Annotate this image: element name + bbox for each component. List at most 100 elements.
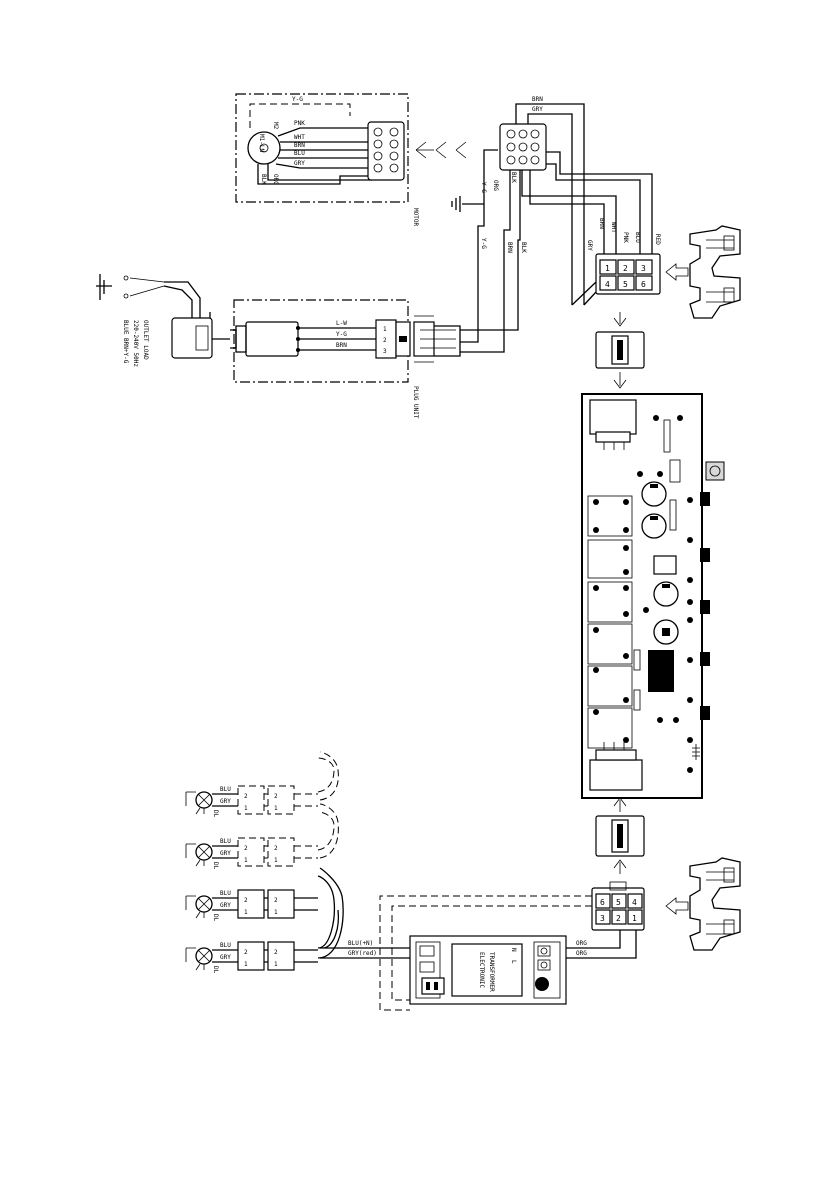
six-pin-lower: 6 5 4 3 2 1 — [379, 881, 645, 1011]
lamp-pin-2b: 2 — [274, 949, 278, 956]
lamp-pin-1: 1 — [244, 857, 248, 864]
six-pin-upper-wire-1: WHT — [610, 222, 617, 233]
lamp-pin-1b: 1 — [274, 909, 278, 916]
six-pin-upper-pin-5: 5 — [623, 280, 628, 289]
plug-pin-1: 1 — [383, 326, 387, 333]
lamp-pin-1: 1 — [244, 805, 248, 812]
lamp-wire-gry: GRY — [220, 902, 231, 909]
lamp-pin-1: 1 — [244, 961, 248, 968]
transformer-body-1: ELECTRONIC — [478, 952, 485, 989]
transformer-in-1: ORG — [576, 940, 587, 947]
six-pin-upper-pin-1: 1 — [605, 264, 610, 273]
motor-label: M1-LN — [258, 134, 265, 152]
lamp-wire-blu: BLU — [220, 838, 231, 845]
lamp-pin-1b: 1 — [274, 961, 278, 968]
mains-plug — [171, 317, 213, 359]
six-pin-upper-pin-6: 6 — [641, 280, 646, 289]
lamp-wire-gry: GRY — [220, 954, 231, 961]
six-pin-upper-wire-4: GRY — [586, 240, 593, 251]
motor-wire-0: PNK — [294, 120, 305, 127]
motor-unit: MOTOR Y-G M1-LN M2 PNK WHT BRN BLU GRY B… — [235, 93, 467, 226]
main-conn-side-yg: Y-G — [480, 182, 487, 193]
plug-wire-0: L-W — [336, 320, 347, 327]
lamp-wire-blu: BLU — [220, 942, 231, 949]
lamp-pin-2b: 2 — [274, 845, 278, 852]
plug-unit-title: PLUG UNIT — [412, 386, 419, 419]
six-pin-upper: 1 2 3 4 5 6 BRN WHT PNK BLU GRY RED — [571, 218, 689, 306]
lamp-wire-gry: GRY — [220, 798, 231, 805]
plug-pin-2: 2 — [383, 337, 387, 344]
lamp-pin-1: 1 — [244, 909, 248, 916]
plug-unit: PLUG UNIT L-W Y-G BRN 1 2 3 Y-G BRN BLK — [96, 238, 527, 419]
lamp-wire-blu: BLU — [220, 890, 231, 897]
connector-clip-lower — [665, 857, 741, 951]
lamp-pin-2: 2 — [244, 897, 248, 904]
plug-pin-3: 3 — [383, 348, 387, 355]
plug-wire-2: BRN — [336, 342, 347, 349]
insert-arrow-lower — [665, 897, 689, 915]
lamp-tag: DL — [212, 810, 219, 818]
motor-unit-title: MOTOR — [412, 208, 419, 226]
lamp-pin-2: 2 — [244, 793, 248, 800]
motor-sub-label: M2 — [272, 122, 279, 130]
plug-spec-0: BLUE BRN+Y-G — [122, 320, 129, 364]
transformer-out-gry: GRY(red) — [348, 950, 377, 957]
lamp-pin-1b: 1 — [274, 857, 278, 864]
six-pin-upper-pin-2: 2 — [623, 264, 628, 273]
plug-lower-wire-1: BRN — [506, 242, 513, 253]
transformer-mark-l: L — [510, 960, 517, 964]
six-pin-upper-pin-4: 4 — [605, 280, 610, 289]
motor-side-wire-1: ORG — [272, 174, 279, 185]
motor-symbol — [247, 131, 281, 165]
six-pin-lower-pin-3: 3 — [600, 914, 605, 923]
six-pin-upper-wire-0: BRN — [598, 218, 605, 229]
transformer-mark-n: N — [510, 948, 517, 952]
control-board — [581, 393, 725, 799]
pcb-connector-bottom — [595, 797, 645, 874]
main-conn-wire-gry: GRY — [532, 106, 543, 113]
motor-wire-3: BLU — [294, 150, 305, 157]
main-conn-blk: BLK — [510, 172, 517, 183]
motor-connector — [367, 121, 405, 181]
transformer: ELECTRONIC TRANSFORMER N L ORG ORG BLU(+… — [317, 751, 587, 1005]
six-pin-lower-pin-2: 2 — [616, 914, 621, 923]
motor-yg-label: Y-G — [292, 96, 303, 103]
main-conn-wire-brn: BRN — [532, 96, 543, 103]
transformer-body-2: TRANSFORMER — [488, 952, 495, 992]
pcb-connector-top — [595, 312, 645, 389]
six-pin-lower-pin-5: 5 — [616, 898, 621, 907]
plug-lower-wire-0: Y-G — [480, 238, 487, 249]
lamp-pin-2: 2 — [244, 949, 248, 956]
transformer-out-blu: BLU(+N) — [348, 940, 373, 947]
transformer-in-2: ORG — [576, 950, 587, 957]
lamp-group: BLUGRYDL2121BLUGRYDL2121BLUGRYDL2121BLUG… — [185, 785, 318, 974]
lamp-tag: DL — [212, 862, 219, 870]
pcb-button — [705, 461, 725, 481]
six-pin-upper-wire-5: RED — [654, 234, 661, 245]
motor-wire-4: GRY — [294, 160, 305, 167]
insert-arrow-upper — [665, 263, 689, 281]
lamp-pin-2b: 2 — [274, 897, 278, 904]
plug-lower-wire-2: BLK — [520, 242, 527, 253]
six-pin-upper-wire-2: PNK — [622, 232, 629, 243]
lamp-tag: DL — [212, 914, 219, 922]
six-pin-lower-pin-6: 6 — [600, 898, 605, 907]
motor-side-wire-0: BLK — [260, 174, 267, 185]
main-conn-side-org: ORG — [492, 180, 499, 191]
plug-spec-2: OUTLET LOAD — [142, 320, 149, 360]
lamp-pin-2: 2 — [244, 845, 248, 852]
plug-wire-1: Y-G — [336, 331, 347, 338]
motor-wire-2: BRN — [294, 142, 305, 149]
six-pin-upper-wire-3: BLU — [634, 232, 641, 243]
plug-spec-1: 220-240V 50Hz — [132, 320, 139, 367]
six-pin-lower-pin-1: 1 — [632, 914, 637, 923]
connector-clip-upper — [689, 225, 741, 319]
lamp-pin-2b: 2 — [274, 793, 278, 800]
main-connector: BRN GRY Y-G ORG BLK — [451, 96, 653, 353]
motor-wire-1: WHT — [294, 134, 305, 141]
